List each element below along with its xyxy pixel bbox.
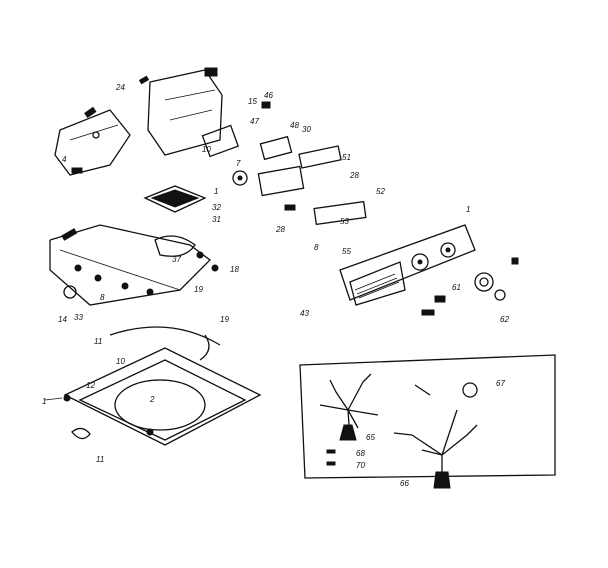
label-31: 31 — [212, 215, 221, 224]
wiring-harness-inset — [299, 354, 556, 489]
top-panel-frame — [49, 224, 219, 306]
label-30: 30 — [302, 125, 311, 134]
label-18: 18 — [230, 265, 239, 274]
label-65: 65 — [366, 433, 375, 442]
label-10: 10 — [202, 145, 211, 154]
wiring-harness-66 — [393, 409, 478, 489]
label-10-bottom: 10 — [116, 357, 125, 366]
label-28-top: 28 — [349, 171, 359, 180]
label-61: 61 — [452, 283, 461, 292]
label-7: 7 — [236, 159, 241, 168]
label-24: 24 — [115, 83, 125, 92]
label-1-bottom: 1 — [42, 397, 46, 406]
label-28: 28 — [275, 225, 285, 234]
label-47: 47 — [250, 117, 259, 126]
label-51: 51 — [342, 153, 351, 162]
cabinet-top — [44, 326, 262, 446]
label-1-top: 1 — [214, 187, 218, 196]
label-70: 70 — [356, 461, 365, 470]
label-19-top: 19 — [194, 285, 203, 294]
timer-switch-assembly — [201, 101, 367, 226]
label-62: 62 — [500, 315, 509, 324]
label-15: 15 — [248, 97, 257, 106]
label-32: 32 — [212, 203, 221, 212]
part-labels: 24 5 4 15 46 47 48 30 10 7 51 28 52 1 32… — [42, 69, 509, 488]
label-4: 4 — [62, 155, 67, 164]
label-55: 55 — [342, 247, 351, 256]
backsplash-console — [339, 224, 519, 316]
label-68: 68 — [356, 449, 365, 458]
label-33: 33 — [74, 313, 83, 322]
label-48: 48 — [290, 121, 299, 130]
label-19: 19 — [220, 315, 229, 324]
label-37: 37 — [172, 255, 181, 264]
label-67: 67 — [496, 379, 505, 388]
label-14: 14 — [58, 315, 67, 324]
label-43: 43 — [300, 309, 309, 318]
label-8: 8 — [100, 293, 105, 302]
label-2: 2 — [149, 395, 155, 404]
control-housing-assembly — [54, 67, 223, 176]
wiring-harness-65 — [319, 373, 379, 441]
label-11-top: 11 — [94, 337, 102, 346]
label-53: 53 — [340, 217, 349, 226]
label-46: 46 — [264, 91, 273, 100]
label-52: 52 — [376, 187, 385, 196]
label-5: 5 — [206, 69, 211, 78]
label-66: 66 — [400, 479, 409, 488]
label-8-mid: 8 — [314, 243, 319, 252]
label-1-panel: 1 — [466, 205, 470, 214]
lid-switch-bracket — [143, 185, 207, 213]
label-11-bottom: 11 — [96, 455, 104, 464]
label-12: 12 — [86, 381, 95, 390]
